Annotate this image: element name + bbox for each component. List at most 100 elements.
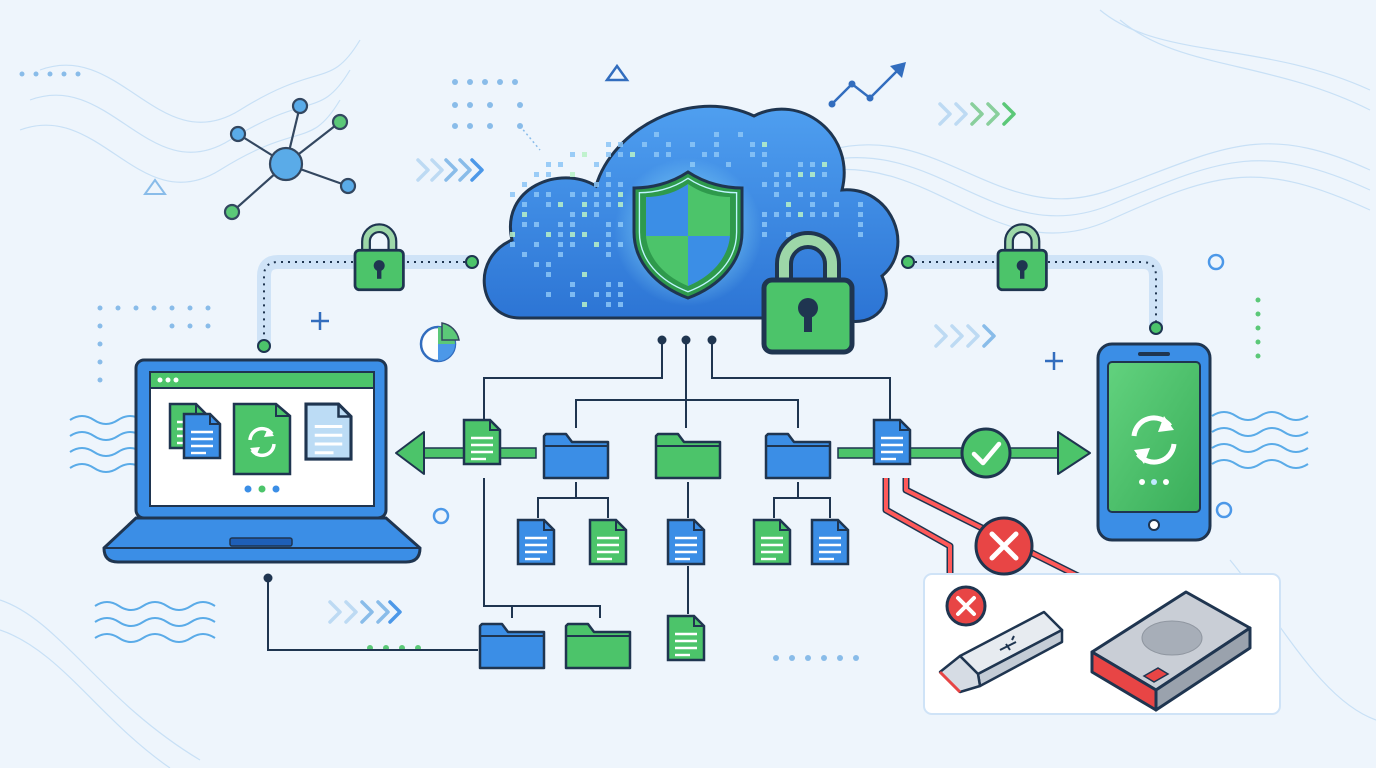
cloud-data-dot: [810, 192, 815, 197]
cloud-data-dot: [786, 202, 791, 207]
cloud-data-dot: [762, 212, 767, 217]
cloud-data-dot: [546, 162, 551, 167]
cloud-data-dot: [606, 292, 611, 297]
document-icon: [304, 402, 353, 461]
cloud-data-dot: [546, 272, 551, 277]
cloud-data-dot: [546, 172, 551, 177]
cloud-data-dot: [594, 192, 599, 197]
cloud-data-dot: [522, 252, 527, 257]
cloud-data-dot: [762, 152, 767, 157]
cloud-data-dot: [606, 242, 611, 247]
cloud-data-dot: [762, 162, 767, 167]
cloud-data-dot: [606, 142, 611, 147]
cloud-data-dot: [762, 232, 767, 237]
cloud-data-dot: [834, 212, 839, 217]
sync-icon: [1131, 415, 1177, 465]
cloud-data-dot: [762, 182, 767, 187]
cloud-data-dot: [606, 202, 611, 207]
usb-drive-icon: [938, 610, 1064, 694]
cloud-data-dot: [858, 222, 863, 227]
folder-icon: [764, 432, 832, 480]
cloud-data-dot: [630, 152, 635, 157]
triangle-icon: [604, 63, 630, 82]
cloud-data-dot: [810, 172, 815, 177]
cloud-data-dot: [606, 282, 611, 287]
cloud-data-dot: [558, 222, 563, 227]
cloud-data-dot: [642, 142, 647, 147]
cloud-data-dot: [654, 152, 659, 157]
cloud-data-dot: [858, 202, 863, 207]
cloud-data-dot: [798, 172, 803, 177]
cloud-data-dot: [594, 162, 599, 167]
cloud-data-dot: [558, 162, 563, 167]
cloud-data-dot: [618, 302, 623, 307]
document-icon: [588, 518, 628, 566]
cloud-data-dot: [582, 232, 587, 237]
cloud-data-dot: [510, 242, 515, 247]
padlock-icon: [355, 228, 403, 290]
cloud-data-dot: [666, 152, 671, 157]
cloud-data-dot: [822, 192, 827, 197]
cloud-data-dot: [546, 202, 551, 207]
cross-icon: [945, 585, 987, 627]
cloud-data-dot: [714, 142, 719, 147]
cloud-data-dot: [570, 282, 575, 287]
sync-document-icon: [232, 402, 292, 476]
document-icon: [182, 412, 222, 460]
cloud-data-dot: [606, 182, 611, 187]
cloud-data-dot: [522, 202, 527, 207]
cloud-data-dot: [570, 242, 575, 247]
folder-icon: [478, 622, 546, 670]
cloud-data-dot: [786, 212, 791, 217]
cloud-data-dot: [582, 212, 587, 217]
background-decorations: [0, 9, 1376, 768]
cloud-data-dot: [510, 192, 515, 197]
padlock-icon: [998, 228, 1046, 290]
document-icon: [872, 418, 912, 466]
cloud-data-dot: [786, 232, 791, 237]
shield-icon: [632, 170, 744, 300]
document-icon: [666, 518, 706, 566]
cloud-data-dot: [570, 152, 575, 157]
document-icon: [666, 614, 706, 662]
pie-chart-icon: [419, 322, 460, 363]
cloud-data-dot: [762, 142, 767, 147]
cloud-data-dot: [774, 182, 779, 187]
cloud-data-dot: [618, 192, 623, 197]
cloud-data-dot: [558, 202, 563, 207]
cloud-data-dot: [546, 232, 551, 237]
cloud-data-dot: [618, 282, 623, 287]
cloud-data-dot: [558, 252, 563, 257]
cloud-data-dot: [534, 172, 539, 177]
cloud-data-dot: [702, 152, 707, 157]
cloud-data-dot: [510, 232, 515, 237]
cloud-data-dot: [774, 172, 779, 177]
cloud-data-dot: [618, 142, 623, 147]
cloud-data-dot: [834, 202, 839, 207]
cloud-data-dot: [546, 192, 551, 197]
cloud-data-dot: [822, 162, 827, 167]
cloud-data-dot: [654, 132, 659, 137]
cloud-data-dot: [690, 142, 695, 147]
cloud-data-dot: [858, 212, 863, 217]
cloud-data-dot: [534, 262, 539, 267]
cloud-data-dot: [594, 212, 599, 217]
cloud-data-dot: [582, 302, 587, 307]
cloud-data-dot: [810, 212, 815, 217]
cross-icon: [974, 516, 1034, 576]
sync-arrow-right: [837, 431, 1091, 475]
cloud-data-dot: [570, 212, 575, 217]
cloud-data-dot: [522, 222, 527, 227]
cloud-data-dot: [618, 152, 623, 157]
cloud-data-dot: [534, 222, 539, 227]
cloud-data-dot: [606, 172, 611, 177]
cloud-data-dot: [810, 162, 815, 167]
cloud-data-dot: [582, 272, 587, 277]
cloud-data-dot: [858, 232, 863, 237]
cloud-data-dot: [606, 152, 611, 157]
plus-icon: [311, 312, 329, 330]
checkmark-icon: [960, 427, 1012, 479]
network-node-icon: [223, 97, 357, 221]
cloud-data-dot: [594, 242, 599, 247]
